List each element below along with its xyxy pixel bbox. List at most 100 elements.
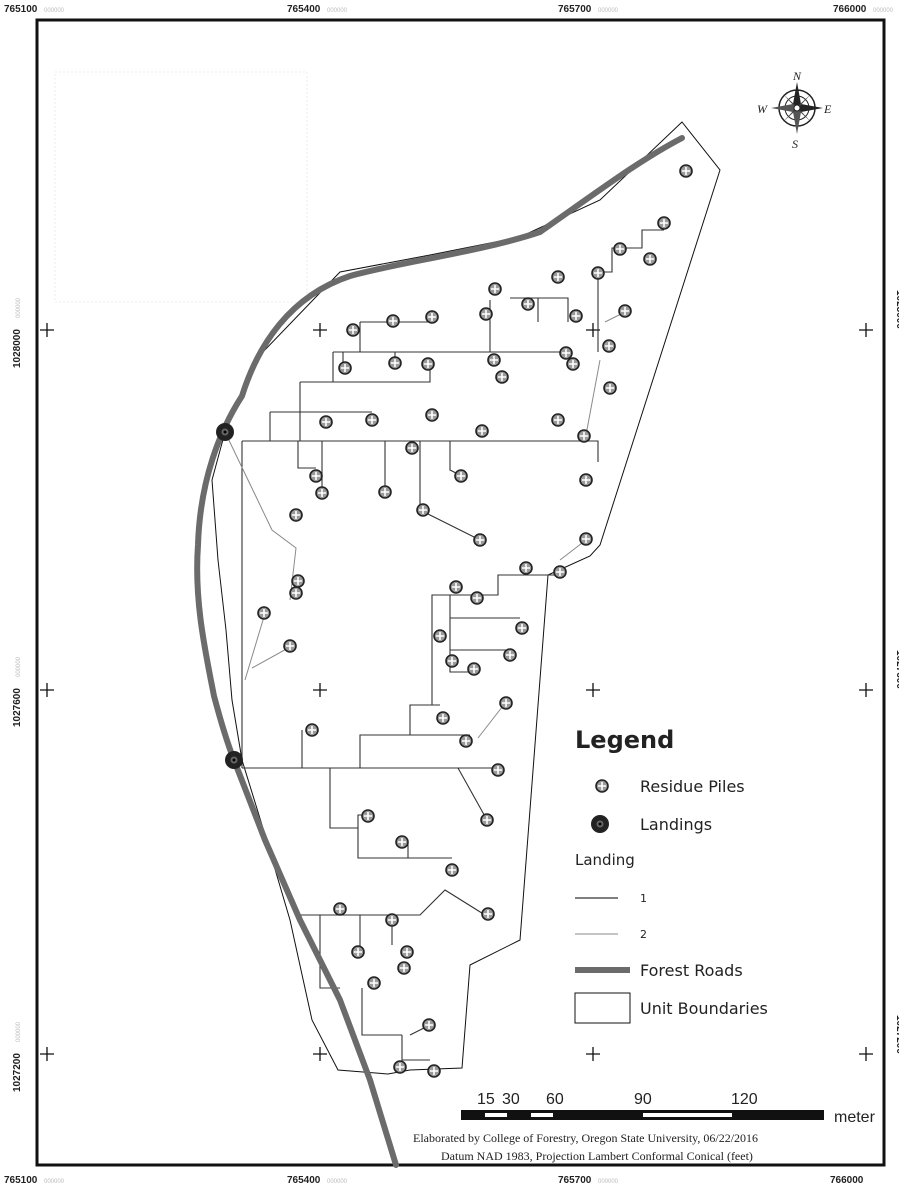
coordinate-labels-left: 1028000 1027600 1027200 000000 000000 00… — [12, 297, 23, 1092]
coord-top-765100: 765100 — [4, 4, 38, 15]
residue-pile — [445, 654, 459, 668]
residue-pile — [577, 429, 591, 443]
residue-pile — [519, 561, 533, 575]
landings — [216, 423, 243, 769]
residue-pile — [499, 696, 513, 710]
residue-pile — [346, 323, 360, 337]
coord-top-suffix-2: 000000 — [327, 8, 348, 14]
residue-pile — [569, 309, 583, 323]
residue-pile — [338, 361, 352, 375]
residue-pile — [495, 370, 509, 384]
scale-label-30: 30 — [502, 1091, 520, 1108]
coordinate-labels-top: 765100 765400 765700 766000 000000 00000… — [4, 4, 894, 15]
residue-pile — [309, 469, 323, 483]
landing-marker — [225, 751, 243, 769]
residue-pile — [503, 648, 517, 662]
residue-pile — [385, 913, 399, 927]
coord-bottom-766000: 766000 — [830, 1175, 864, 1186]
residue-pile — [333, 902, 347, 916]
coord-bottom-suffix-1: 000000 — [44, 1179, 65, 1185]
residue-pile — [416, 503, 430, 517]
residue-pile — [566, 357, 580, 371]
legend-forest-roads-label: Forest Roads — [640, 961, 743, 980]
residue-pile — [319, 415, 333, 429]
residue-pile — [422, 1018, 436, 1032]
credit-line-1: Elaborated by College of Forestry, Orego… — [413, 1131, 758, 1145]
coord-left-suffix-1: 000000 — [16, 297, 22, 318]
residue-pile — [425, 408, 439, 422]
residue-pile — [393, 1060, 407, 1074]
residue-pile — [289, 586, 303, 600]
residue-pile — [405, 441, 419, 455]
coordinate-labels-right: 1028000 1027600 1027200 — [894, 290, 899, 1054]
residue-pile — [553, 565, 567, 579]
residue-pile — [436, 711, 450, 725]
coord-bottom-765400: 765400 — [287, 1175, 321, 1186]
coord-right-1027600: 1027600 — [894, 650, 899, 689]
residue-pile — [467, 662, 481, 676]
coord-left-1028000: 1028000 — [12, 329, 23, 368]
residue-pile — [521, 297, 535, 311]
residue-pile — [427, 1064, 441, 1078]
coord-bottom-suffix-2: 000000 — [327, 1179, 348, 1185]
faint-inset-box — [54, 71, 308, 303]
residue-pile — [515, 621, 529, 635]
residue-pile — [388, 356, 402, 370]
map-frame — [35, 18, 886, 1167]
residue-pile — [579, 532, 593, 546]
legend-landing-symbol — [591, 815, 609, 833]
skid-trails-landing-2 — [224, 311, 626, 739]
residue-pile — [481, 907, 495, 921]
residue-pile — [473, 533, 487, 547]
coord-left-1027200: 1027200 — [12, 1053, 23, 1092]
residue-pile — [305, 723, 319, 737]
coord-top-765400: 765400 — [287, 4, 321, 15]
coord-top-765700: 765700 — [558, 4, 592, 15]
compass-south: S — [792, 137, 798, 151]
compass-rose: N S E W — [757, 69, 832, 151]
legend-landing-group-label: Landing — [575, 851, 635, 869]
coordinate-labels-bottom: 765100 765400 765700 766000 000000 00000… — [4, 1175, 864, 1186]
compass-west: W — [757, 102, 768, 116]
residue-pile — [559, 346, 573, 360]
forest-road — [194, 135, 685, 1168]
residue-pile — [365, 413, 379, 427]
landing-marker — [216, 423, 234, 441]
residue-pile — [378, 485, 392, 499]
coord-bottom-765700: 765700 — [558, 1175, 592, 1186]
residue-pile — [386, 314, 400, 328]
residue-pile — [454, 469, 468, 483]
residue-pile — [351, 945, 365, 959]
residue-pile — [397, 961, 411, 975]
residue-pile — [289, 508, 303, 522]
residue-pile — [459, 734, 473, 748]
residue-pile — [449, 580, 463, 594]
coord-top-suffix-1: 000000 — [44, 8, 65, 14]
residue-pile — [470, 591, 484, 605]
scale-bar: 15 30 60 90 120 meter — [461, 1091, 876, 1126]
residue-pile — [479, 307, 493, 321]
scale-label-90: 90 — [634, 1091, 652, 1108]
residue-pile — [602, 339, 616, 353]
legend: Legend Residue Piles Landings Landing 1 … — [574, 726, 768, 1024]
legend-landings-label: Landings — [640, 815, 712, 834]
residue-pile — [433, 629, 447, 643]
residue-pile — [613, 242, 627, 256]
residue-pile — [421, 357, 435, 371]
scale-unit: meter — [834, 1109, 876, 1126]
residue-pile — [551, 270, 565, 284]
residue-pile — [361, 809, 375, 823]
residue-pile — [679, 164, 693, 178]
residue-pile — [657, 216, 671, 230]
residue-piles — [257, 164, 693, 1078]
residue-pile — [480, 813, 494, 827]
legend-unit-boundary-box — [574, 992, 631, 1024]
credit-line-2: Datum NAD 1983, Projection Lambert Confo… — [441, 1149, 753, 1163]
residue-pile — [488, 282, 502, 296]
residue-pile — [283, 639, 297, 653]
legend-unit-boundaries-label: Unit Boundaries — [640, 999, 768, 1018]
coord-left-suffix-3: 000000 — [16, 1021, 22, 1042]
legend-title: Legend — [575, 726, 674, 754]
residue-pile — [487, 353, 501, 367]
coord-right-1028000: 1028000 — [894, 290, 899, 329]
